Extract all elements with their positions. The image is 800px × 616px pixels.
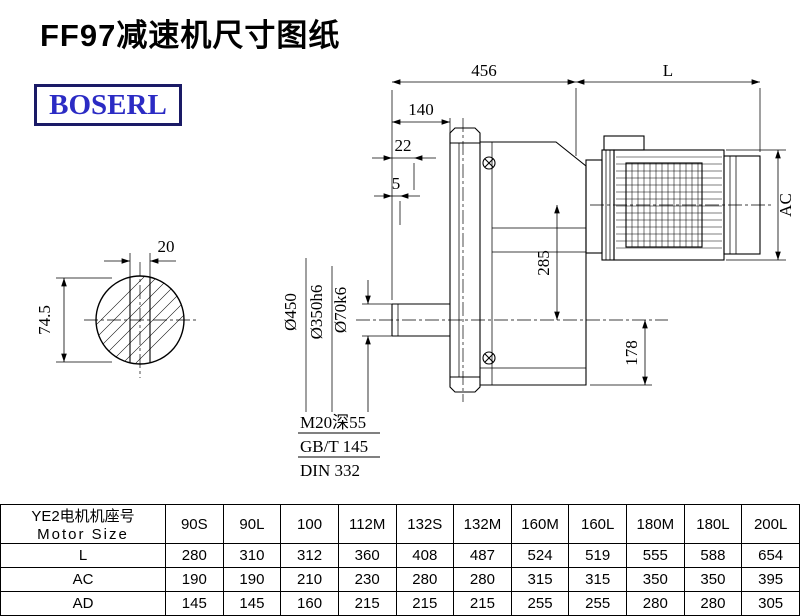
table-cell: 360 bbox=[337, 543, 397, 568]
table-cell: 654 bbox=[741, 543, 800, 568]
table-row-label: AD bbox=[0, 591, 166, 616]
table-cell: 519 bbox=[568, 543, 627, 568]
dimension-lines bbox=[298, 79, 786, 458]
table-cell: 190 bbox=[222, 567, 282, 592]
table-cell: 310 bbox=[222, 543, 282, 568]
table-col-header: 180M bbox=[626, 504, 685, 544]
table-col-header: 100 bbox=[280, 504, 339, 544]
table-cell: 215 bbox=[453, 591, 512, 616]
brand-logo-text: BOSERL bbox=[49, 88, 167, 121]
table-cell: 315 bbox=[568, 567, 627, 592]
table-cell: 280 bbox=[626, 591, 685, 616]
table-col-header: 132M bbox=[453, 504, 512, 544]
table-cell: 588 bbox=[683, 543, 743, 568]
dim-74-5: 74.5 bbox=[35, 305, 54, 335]
table-col-header: 180L bbox=[683, 504, 743, 544]
table-cell: 215 bbox=[337, 591, 397, 616]
bolt-symbol bbox=[482, 156, 496, 170]
table-cell: 395 bbox=[741, 567, 800, 592]
table-cell: 190 bbox=[165, 567, 224, 592]
note-din: DIN 332 bbox=[300, 461, 360, 480]
dim-140: 140 bbox=[408, 100, 434, 119]
dim-20: 20 bbox=[158, 237, 175, 256]
dim-178: 178 bbox=[622, 340, 641, 366]
table-cell: 280 bbox=[165, 543, 224, 568]
table-cell: 555 bbox=[626, 543, 685, 568]
table-col-header: 200L bbox=[741, 504, 800, 544]
note-gb: GB/T 145 bbox=[300, 437, 368, 456]
table-cell: 312 bbox=[280, 543, 339, 568]
table-cell: 305 bbox=[741, 591, 800, 616]
table-cell: 255 bbox=[568, 591, 627, 616]
brand-logo: BOSERL bbox=[34, 84, 182, 126]
table-cell: 350 bbox=[683, 567, 743, 592]
table-cell: 215 bbox=[395, 591, 455, 616]
table-col-header: 90L bbox=[222, 504, 282, 544]
dim-22: 22 bbox=[395, 136, 412, 155]
table-cell: 280 bbox=[395, 567, 455, 592]
gear-unit-view bbox=[356, 118, 772, 402]
table-cell: 315 bbox=[510, 567, 570, 592]
shaft-section-view bbox=[56, 253, 198, 378]
table-col-header: 160M bbox=[510, 504, 570, 544]
dim-l: L bbox=[663, 61, 673, 80]
table-cell: 487 bbox=[453, 543, 512, 568]
table-cell: 280 bbox=[453, 567, 512, 592]
dim-flange-diameter: Ø450 bbox=[281, 293, 300, 331]
note-tap: M20深55 bbox=[300, 413, 366, 432]
table-row-label: AC bbox=[0, 567, 166, 592]
page-title: FF97减速机尺寸图纸 bbox=[40, 18, 341, 53]
table-col-header: 160L bbox=[568, 504, 627, 544]
dim-5: 5 bbox=[392, 174, 401, 193]
table-row-label: L bbox=[0, 543, 166, 568]
table-cell: 255 bbox=[510, 591, 570, 616]
table-cell: 210 bbox=[280, 567, 339, 592]
table-cell: 160 bbox=[280, 591, 339, 616]
table-cell: 280 bbox=[683, 591, 743, 616]
table-col-header: 112M bbox=[337, 504, 397, 544]
table-cell: 145 bbox=[165, 591, 224, 616]
table-col-header: 132S bbox=[395, 504, 455, 544]
dim-ac: AC bbox=[776, 193, 795, 217]
dim-456: 456 bbox=[471, 61, 497, 80]
dim-285: 285 bbox=[534, 250, 553, 276]
dim-spigot-diameter: Ø350h6 bbox=[307, 285, 326, 340]
dim-shaft-diameter: Ø70k6 bbox=[331, 287, 350, 333]
table-cell: 524 bbox=[510, 543, 570, 568]
table-cell: 230 bbox=[337, 567, 397, 592]
table-cell: 350 bbox=[626, 567, 685, 592]
bolt-symbol bbox=[482, 351, 496, 365]
table-cell: 145 bbox=[222, 591, 282, 616]
table-col-header: 90S bbox=[165, 504, 224, 544]
table-cell: 408 bbox=[395, 543, 455, 568]
